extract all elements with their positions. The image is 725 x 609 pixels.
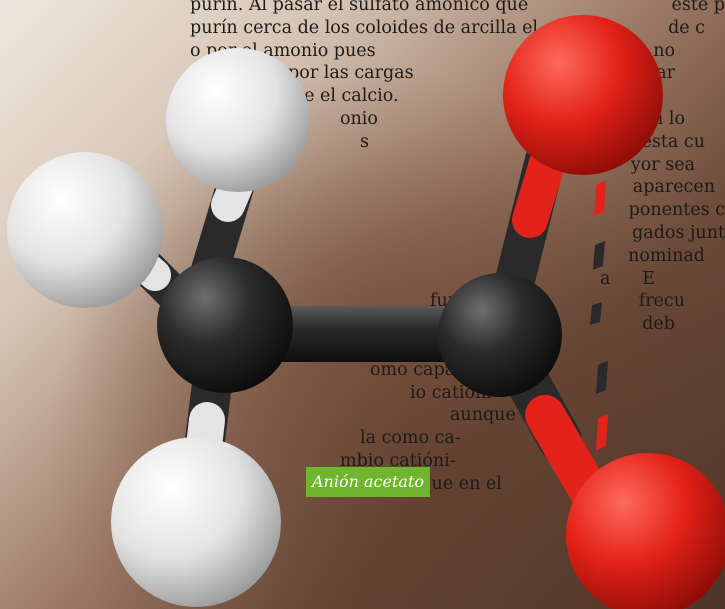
right-text-line: esta cu — [641, 131, 705, 152]
carbon-atom-carboxyl — [438, 273, 562, 397]
right-text-line: de c — [668, 17, 705, 38]
right-text-line: gados junt — [632, 222, 725, 243]
right-text-line: frecu — [638, 291, 685, 312]
right-text-line: no — [653, 40, 675, 61]
dashed-bond-marks — [590, 180, 608, 450]
left-text-line: s — [360, 131, 369, 152]
left-text-line: aunque es — [450, 405, 541, 426]
left-text-line: a — [600, 268, 611, 289]
hydrogen-atom-upper — [166, 48, 310, 192]
oxygen-atom-lower — [566, 453, 725, 609]
caption-label: Anión acetato — [306, 467, 430, 497]
left-text-line: purín. Al pasar el sulfato amónico que — [190, 0, 529, 15]
left-text-line: mbio catióni- — [340, 450, 456, 471]
hydrogen-atom-left — [7, 152, 163, 308]
right-text-line: este p — [671, 0, 725, 15]
right-text-line: E — [642, 268, 655, 289]
right-text-line: deb — [642, 314, 675, 335]
right-text-line: nominad — [628, 245, 705, 266]
right-text-line: yor sea — [630, 154, 695, 175]
hydrogen-atom-lower — [111, 437, 281, 607]
right-text-line: aparecen — [632, 177, 715, 198]
right-text-line: ponentes c — [628, 200, 725, 221]
left-text-line: la como ca- — [360, 428, 461, 449]
left-text-line: onio — [340, 108, 378, 129]
left-text-line: omo capa- — [370, 359, 462, 380]
carbon-atom-methyl — [157, 257, 293, 393]
left-text-line: l” por las cargas — [268, 63, 414, 84]
oxygen-atom-upper — [503, 15, 663, 175]
left-text-line: purín cerca de los coloides de arcilla e… — [190, 17, 539, 38]
